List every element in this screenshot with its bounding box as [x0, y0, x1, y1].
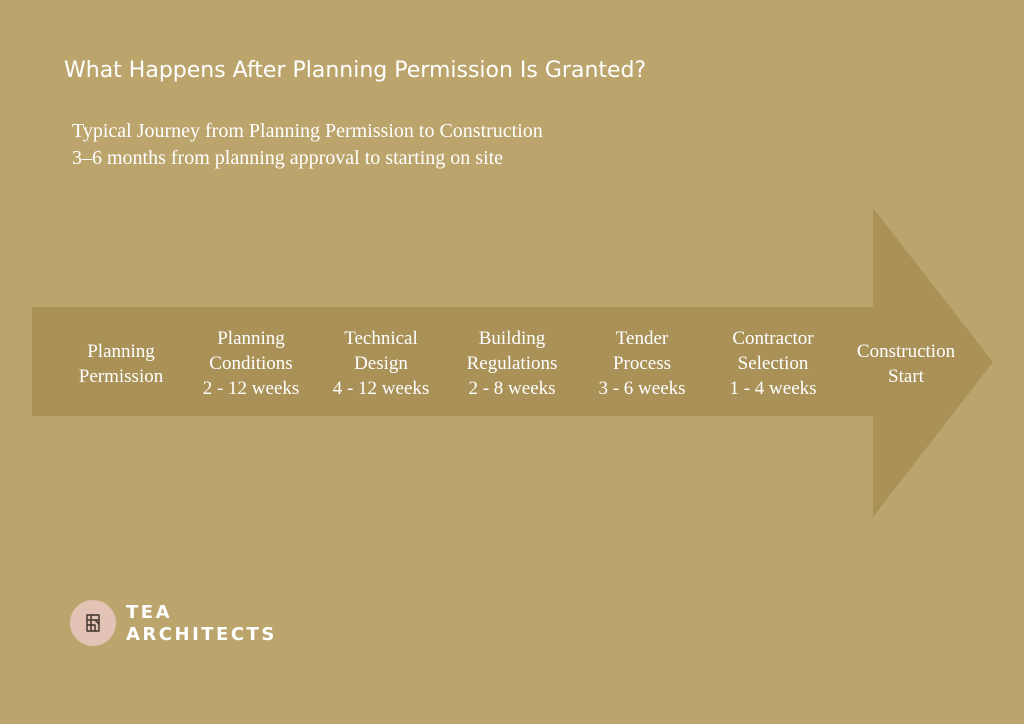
step-label-line: Technical — [344, 328, 418, 349]
brand-line-architects: ARCHITECTS — [126, 624, 277, 645]
brand-name: TEA ARCHITECTS — [126, 602, 277, 646]
step-technical-design: Technical Design 4 - 12 weeks — [318, 326, 444, 401]
step-duration: 4 - 12 weeks — [332, 378, 430, 399]
step-duration: 2 - 8 weeks — [468, 378, 556, 399]
step-label-line: Planning — [217, 328, 285, 349]
step-label-line: Planning — [87, 341, 155, 362]
step-label-line: Contractor — [732, 328, 814, 349]
timeline-arrow-shape — [32, 208, 993, 517]
step-label-line: Selection — [737, 353, 809, 374]
step-label-line: Permission — [78, 366, 164, 387]
step-label-line: Tender — [615, 328, 669, 349]
step-label-line: Conditions — [209, 353, 293, 374]
brand-logo — [70, 600, 116, 646]
step-label-line: Regulations — [466, 353, 558, 374]
subtitle-duration: 3–6 months from planning approval to sta… — [72, 147, 504, 169]
subtitle-journey: Typical Journey from Planning Permission… — [72, 120, 543, 142]
step-planning-conditions: Planning Conditions 2 - 12 weeks — [188, 326, 314, 401]
subtitle-block: Typical Journey from Planning Permission… — [72, 118, 543, 172]
step-building-regulations: Building Regulations 2 - 8 weeks — [449, 326, 575, 401]
step-construction-start: Construction Start — [843, 339, 969, 389]
step-duration: 1 - 4 weeks — [729, 378, 817, 399]
tea-architects-logo-icon — [86, 614, 100, 632]
step-duration: 3 - 6 weeks — [598, 378, 686, 399]
step-label-line: Building — [478, 328, 546, 349]
step-contractor-selection: Contractor Selection 1 - 4 weeks — [710, 326, 836, 401]
step-tender-process: Tender Process 3 - 6 weeks — [579, 326, 705, 401]
step-planning-permission: Planning Permission — [58, 339, 184, 389]
brand-line-tea: TEA — [126, 602, 173, 623]
step-label-line: Design — [354, 353, 408, 374]
page-title: What Happens After Planning Permission I… — [64, 58, 647, 83]
step-duration: 2 - 12 weeks — [202, 378, 300, 399]
step-label-line: Process — [612, 353, 672, 374]
step-label-line: Construction — [856, 341, 956, 362]
step-label-line: Start — [888, 366, 924, 387]
